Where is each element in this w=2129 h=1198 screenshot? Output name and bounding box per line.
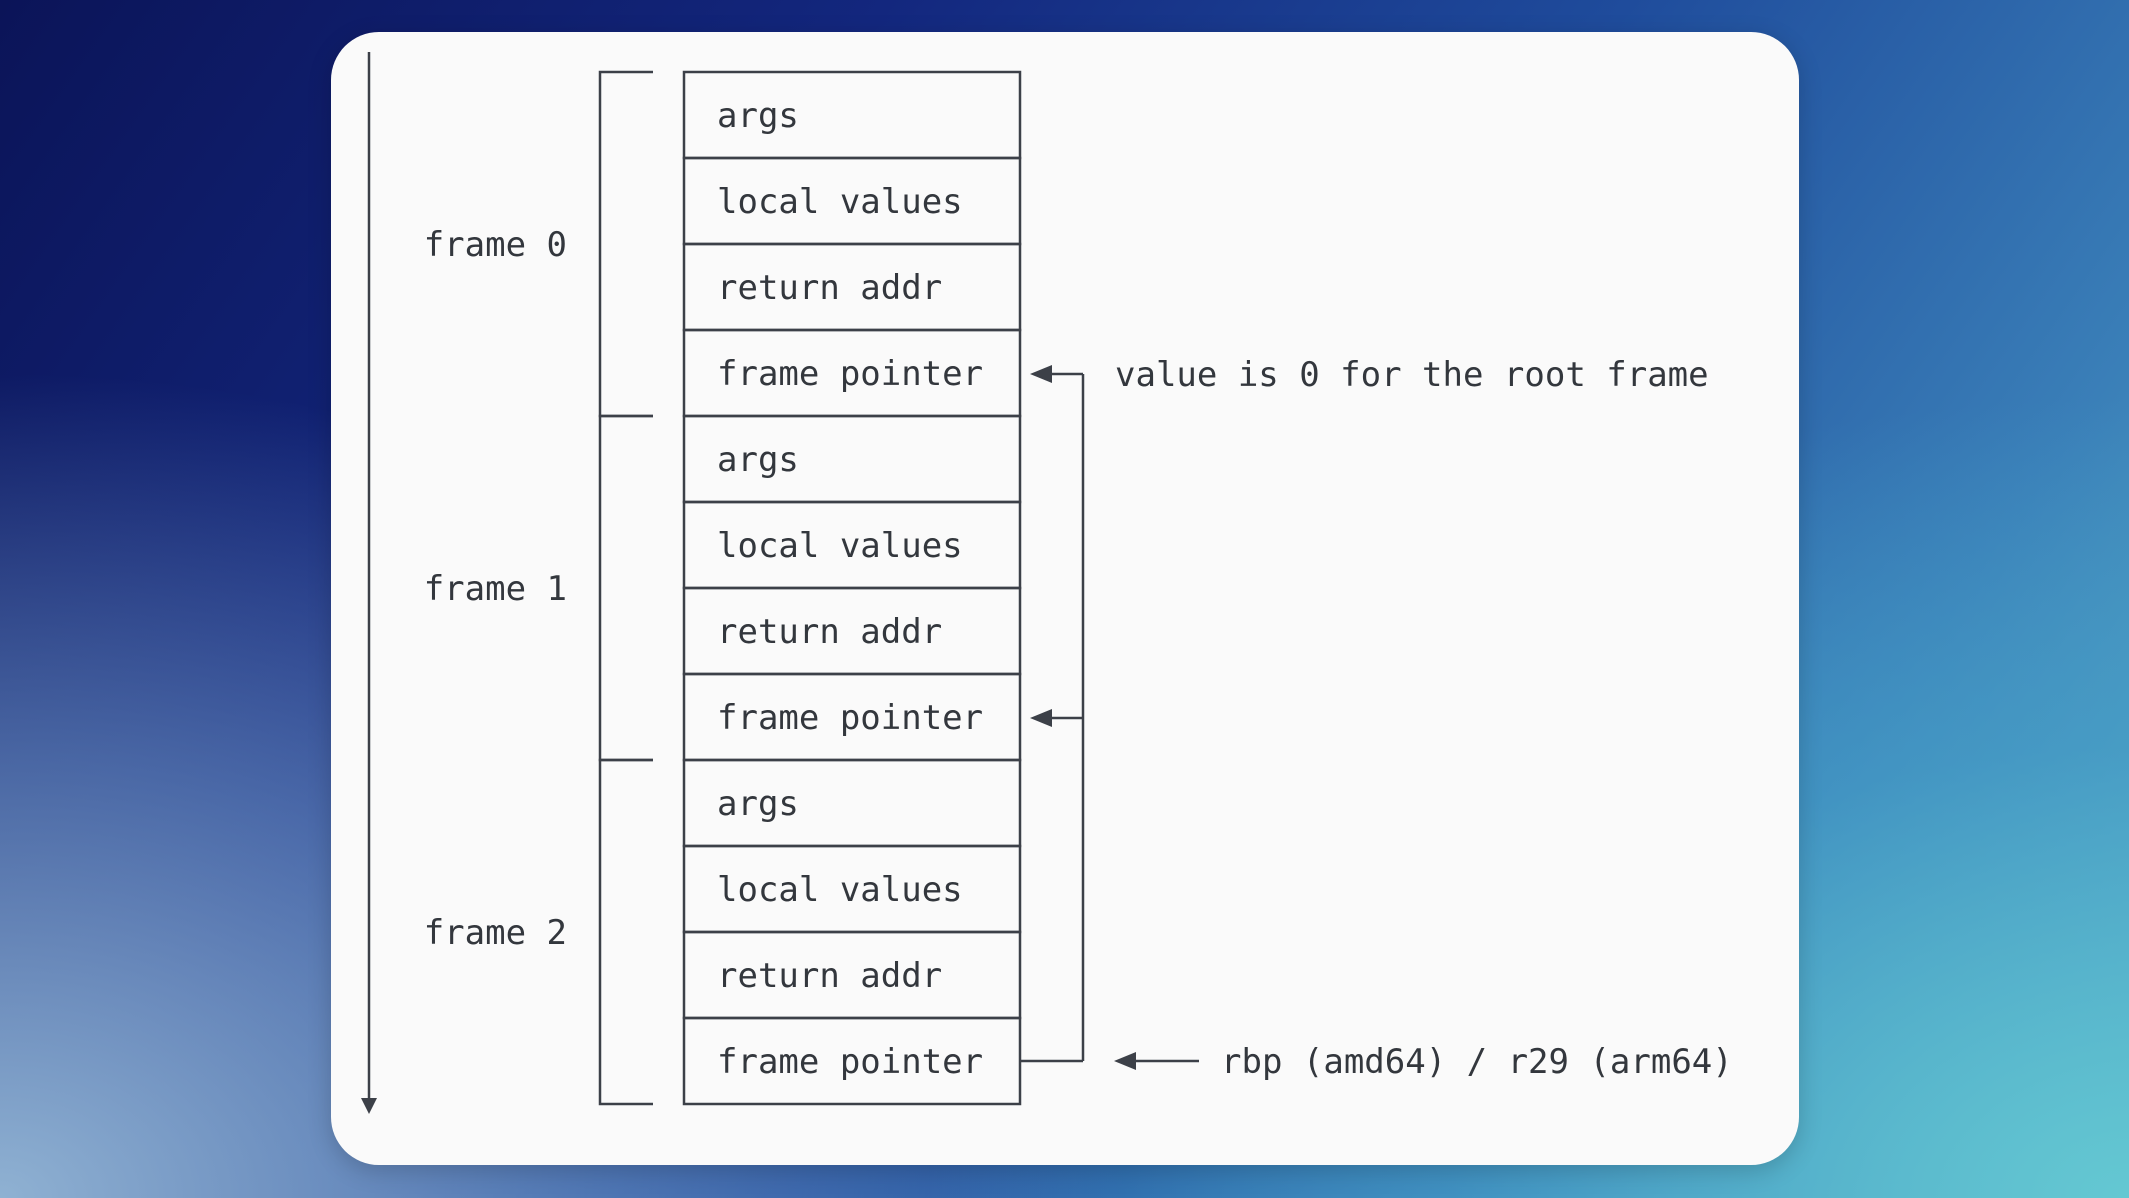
frames-group: args local values return addr frame pointer… <box>424 70 1022 1106</box>
frame-bracket <box>598 758 653 1106</box>
frame-pointer-chain <box>1020 372 1085 1063</box>
frame-label: frame 2 <box>424 913 567 953</box>
diagram-card <box>331 32 1799 1165</box>
stack-cell-label: frame pointer <box>717 1042 983 1082</box>
stack-cell-label: local values <box>717 526 963 566</box>
stack-cell-label: local values <box>717 182 963 222</box>
register-note: rbp (amd64) / r29 (arm64) <box>1221 1042 1733 1082</box>
stack-cell-label: args <box>717 784 799 824</box>
arrowhead-frame1-fp <box>1030 709 1052 727</box>
stack-cell-label: frame pointer <box>717 354 983 394</box>
frame-bracket <box>598 70 653 418</box>
arrowhead-frame0-fp <box>1030 365 1052 383</box>
frame-label: frame 1 <box>424 569 567 609</box>
stack-cell-label: local values <box>717 870 963 910</box>
stack-cell-label: frame pointer <box>717 698 983 738</box>
register-arrowhead <box>1114 1052 1136 1070</box>
frame-bracket <box>598 414 653 762</box>
stack-direction-arrowhead <box>361 1098 377 1114</box>
stack-cell-label: return addr <box>717 956 942 996</box>
root-frame-note: value is 0 for the root frame <box>1115 355 1709 395</box>
stack-cell-label: return addr <box>717 612 942 652</box>
stack-cell-label: args <box>717 96 799 136</box>
frame-label: frame 0 <box>424 225 567 265</box>
stack-cell-label: args <box>717 440 799 480</box>
stack-cell-label: return addr <box>717 268 942 308</box>
